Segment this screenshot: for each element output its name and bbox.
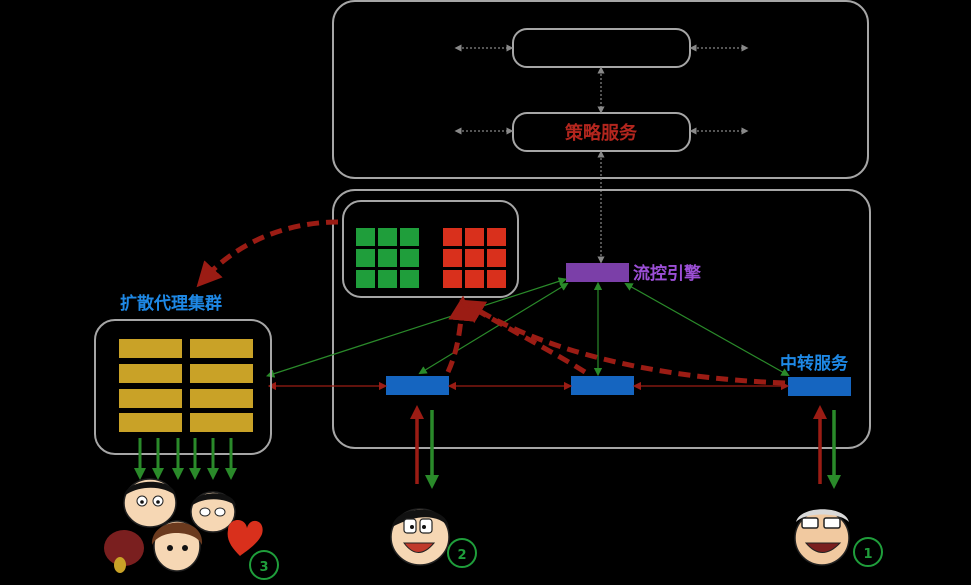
proxy-cluster-box xyxy=(94,319,272,455)
user-avatar-one xyxy=(794,509,850,566)
dashed-feedback-arrow xyxy=(196,219,339,288)
dashed-feedback-arrow xyxy=(466,301,786,386)
user-group-avatars xyxy=(104,478,263,573)
relay-node xyxy=(788,377,851,396)
strategy-service-label: 策略服务 xyxy=(565,122,638,144)
user-badge-three xyxy=(249,550,279,580)
green-grid xyxy=(356,228,419,288)
user-badge-two-text: 2 xyxy=(457,548,466,563)
top-service-box xyxy=(512,28,691,68)
relay-service-label: 中转服务 xyxy=(780,353,849,374)
edge-node-left xyxy=(386,376,449,395)
user-badge-one-text: 1 xyxy=(863,547,872,562)
green-link xyxy=(418,282,569,375)
proxy-downlinks xyxy=(134,438,237,480)
flow-engine-label: 流控引擎 xyxy=(633,263,702,284)
user-avatar-two xyxy=(390,508,450,566)
flow-engine-node xyxy=(566,263,629,282)
user-badge-three-text: 3 xyxy=(259,560,268,575)
proxy-cluster-label: 扩散代理集群 xyxy=(120,293,222,314)
red-grid xyxy=(443,228,506,288)
green-link xyxy=(266,277,567,378)
edge-node-middle xyxy=(571,376,634,395)
user-badge-two xyxy=(447,538,477,568)
user-badge-one xyxy=(853,537,883,567)
proxy-bars xyxy=(119,339,253,432)
green-link xyxy=(624,282,790,377)
dashed-feedback-arrow xyxy=(445,295,474,374)
